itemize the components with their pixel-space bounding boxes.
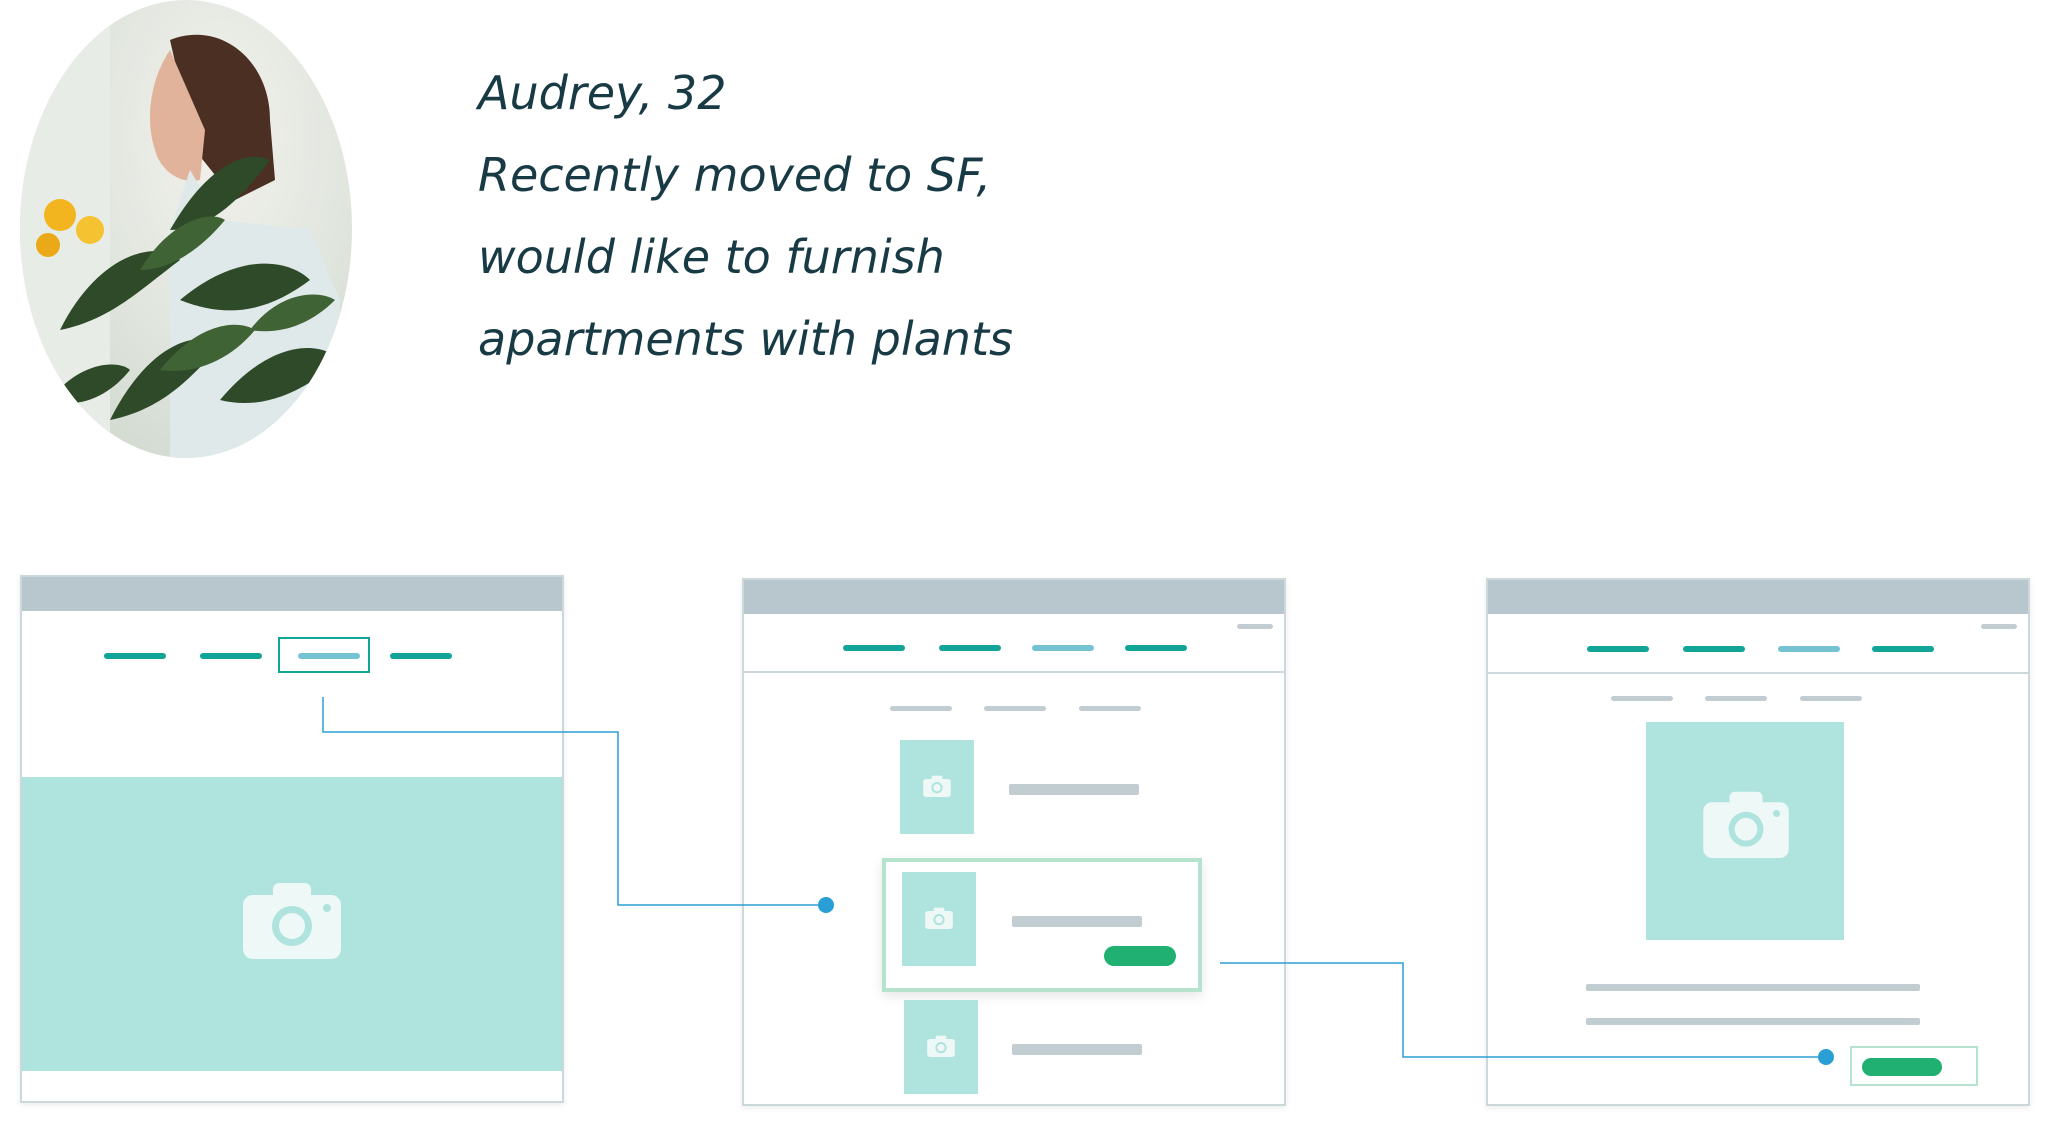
header-divider — [1488, 672, 2028, 674]
nav-item-4[interactable] — [390, 653, 452, 659]
hero-image — [22, 777, 562, 1071]
nav-item-2[interactable] — [939, 645, 1001, 651]
persona-line-1: Recently moved to SF, — [478, 148, 992, 202]
nav-item-1[interactable] — [1587, 646, 1649, 652]
nav-item-3-highlight — [278, 637, 370, 673]
product-image — [1646, 722, 1844, 940]
camera-icon — [925, 907, 953, 929]
product-title — [1012, 1044, 1142, 1055]
description-line-1 — [1586, 984, 1920, 991]
camera-icon — [923, 775, 951, 797]
nav-item-2[interactable] — [200, 653, 262, 659]
persona-line-2: would like to furnish — [478, 230, 945, 284]
nav-item-3[interactable] — [1032, 645, 1094, 651]
persona-illustration — [20, 0, 340, 458]
list-item[interactable] — [744, 1000, 1284, 1100]
persona-line-3: apartments with plants — [478, 312, 1013, 366]
nav-item-1[interactable] — [104, 653, 166, 659]
filter-1[interactable] — [890, 706, 952, 711]
list-item[interactable] — [744, 740, 1284, 840]
window-control — [1981, 624, 2017, 629]
persona-name-age: Audrey, 32 — [478, 66, 727, 120]
window-control — [1237, 624, 1273, 629]
nav-item-1[interactable] — [843, 645, 905, 651]
list-item[interactable] — [744, 872, 1284, 972]
nav-item-3[interactable] — [1778, 646, 1840, 652]
persona-photo — [20, 0, 352, 458]
connector-home-to-listing — [322, 697, 826, 906]
camera-icon — [927, 1035, 955, 1057]
wireframe-listing — [742, 578, 1286, 1106]
breadcrumb-2[interactable] — [1705, 696, 1767, 701]
product-title — [1009, 784, 1139, 795]
wireframe-detail — [1486, 578, 2030, 1106]
browser-topbar — [744, 580, 1284, 614]
camera-icon — [243, 883, 341, 959]
nav-item-3[interactable] — [298, 653, 360, 659]
breadcrumb-3[interactable] — [1800, 696, 1862, 701]
persona-description: Audrey, 32 Recently moved to SF, would l… — [478, 52, 1013, 380]
buy-button[interactable] — [1862, 1058, 1942, 1076]
list-item-highlight — [882, 858, 1202, 992]
product-title — [1012, 916, 1142, 927]
description-line-2 — [1586, 1018, 1920, 1025]
product-thumbnail — [904, 1000, 978, 1094]
breadcrumb-1[interactable] — [1611, 696, 1673, 701]
connector-listing-to-detail — [1220, 962, 1826, 1058]
dot-icon — [818, 897, 834, 913]
filter-3[interactable] — [1079, 706, 1141, 711]
nav-item-4[interactable] — [1872, 646, 1934, 652]
wireframe-home — [20, 575, 564, 1103]
product-thumbnail — [900, 740, 974, 834]
browser-topbar — [1488, 580, 2028, 614]
nav-item-4[interactable] — [1125, 645, 1187, 651]
add-to-cart-button[interactable] — [1104, 946, 1176, 966]
browser-topbar — [22, 577, 562, 611]
buy-button-highlight — [1850, 1046, 1978, 1086]
camera-icon — [1703, 791, 1789, 858]
filter-2[interactable] — [984, 706, 1046, 711]
nav-item-2[interactable] — [1683, 646, 1745, 652]
header-divider — [744, 671, 1284, 673]
dot-icon — [1818, 1049, 1834, 1065]
product-thumbnail — [902, 872, 976, 966]
